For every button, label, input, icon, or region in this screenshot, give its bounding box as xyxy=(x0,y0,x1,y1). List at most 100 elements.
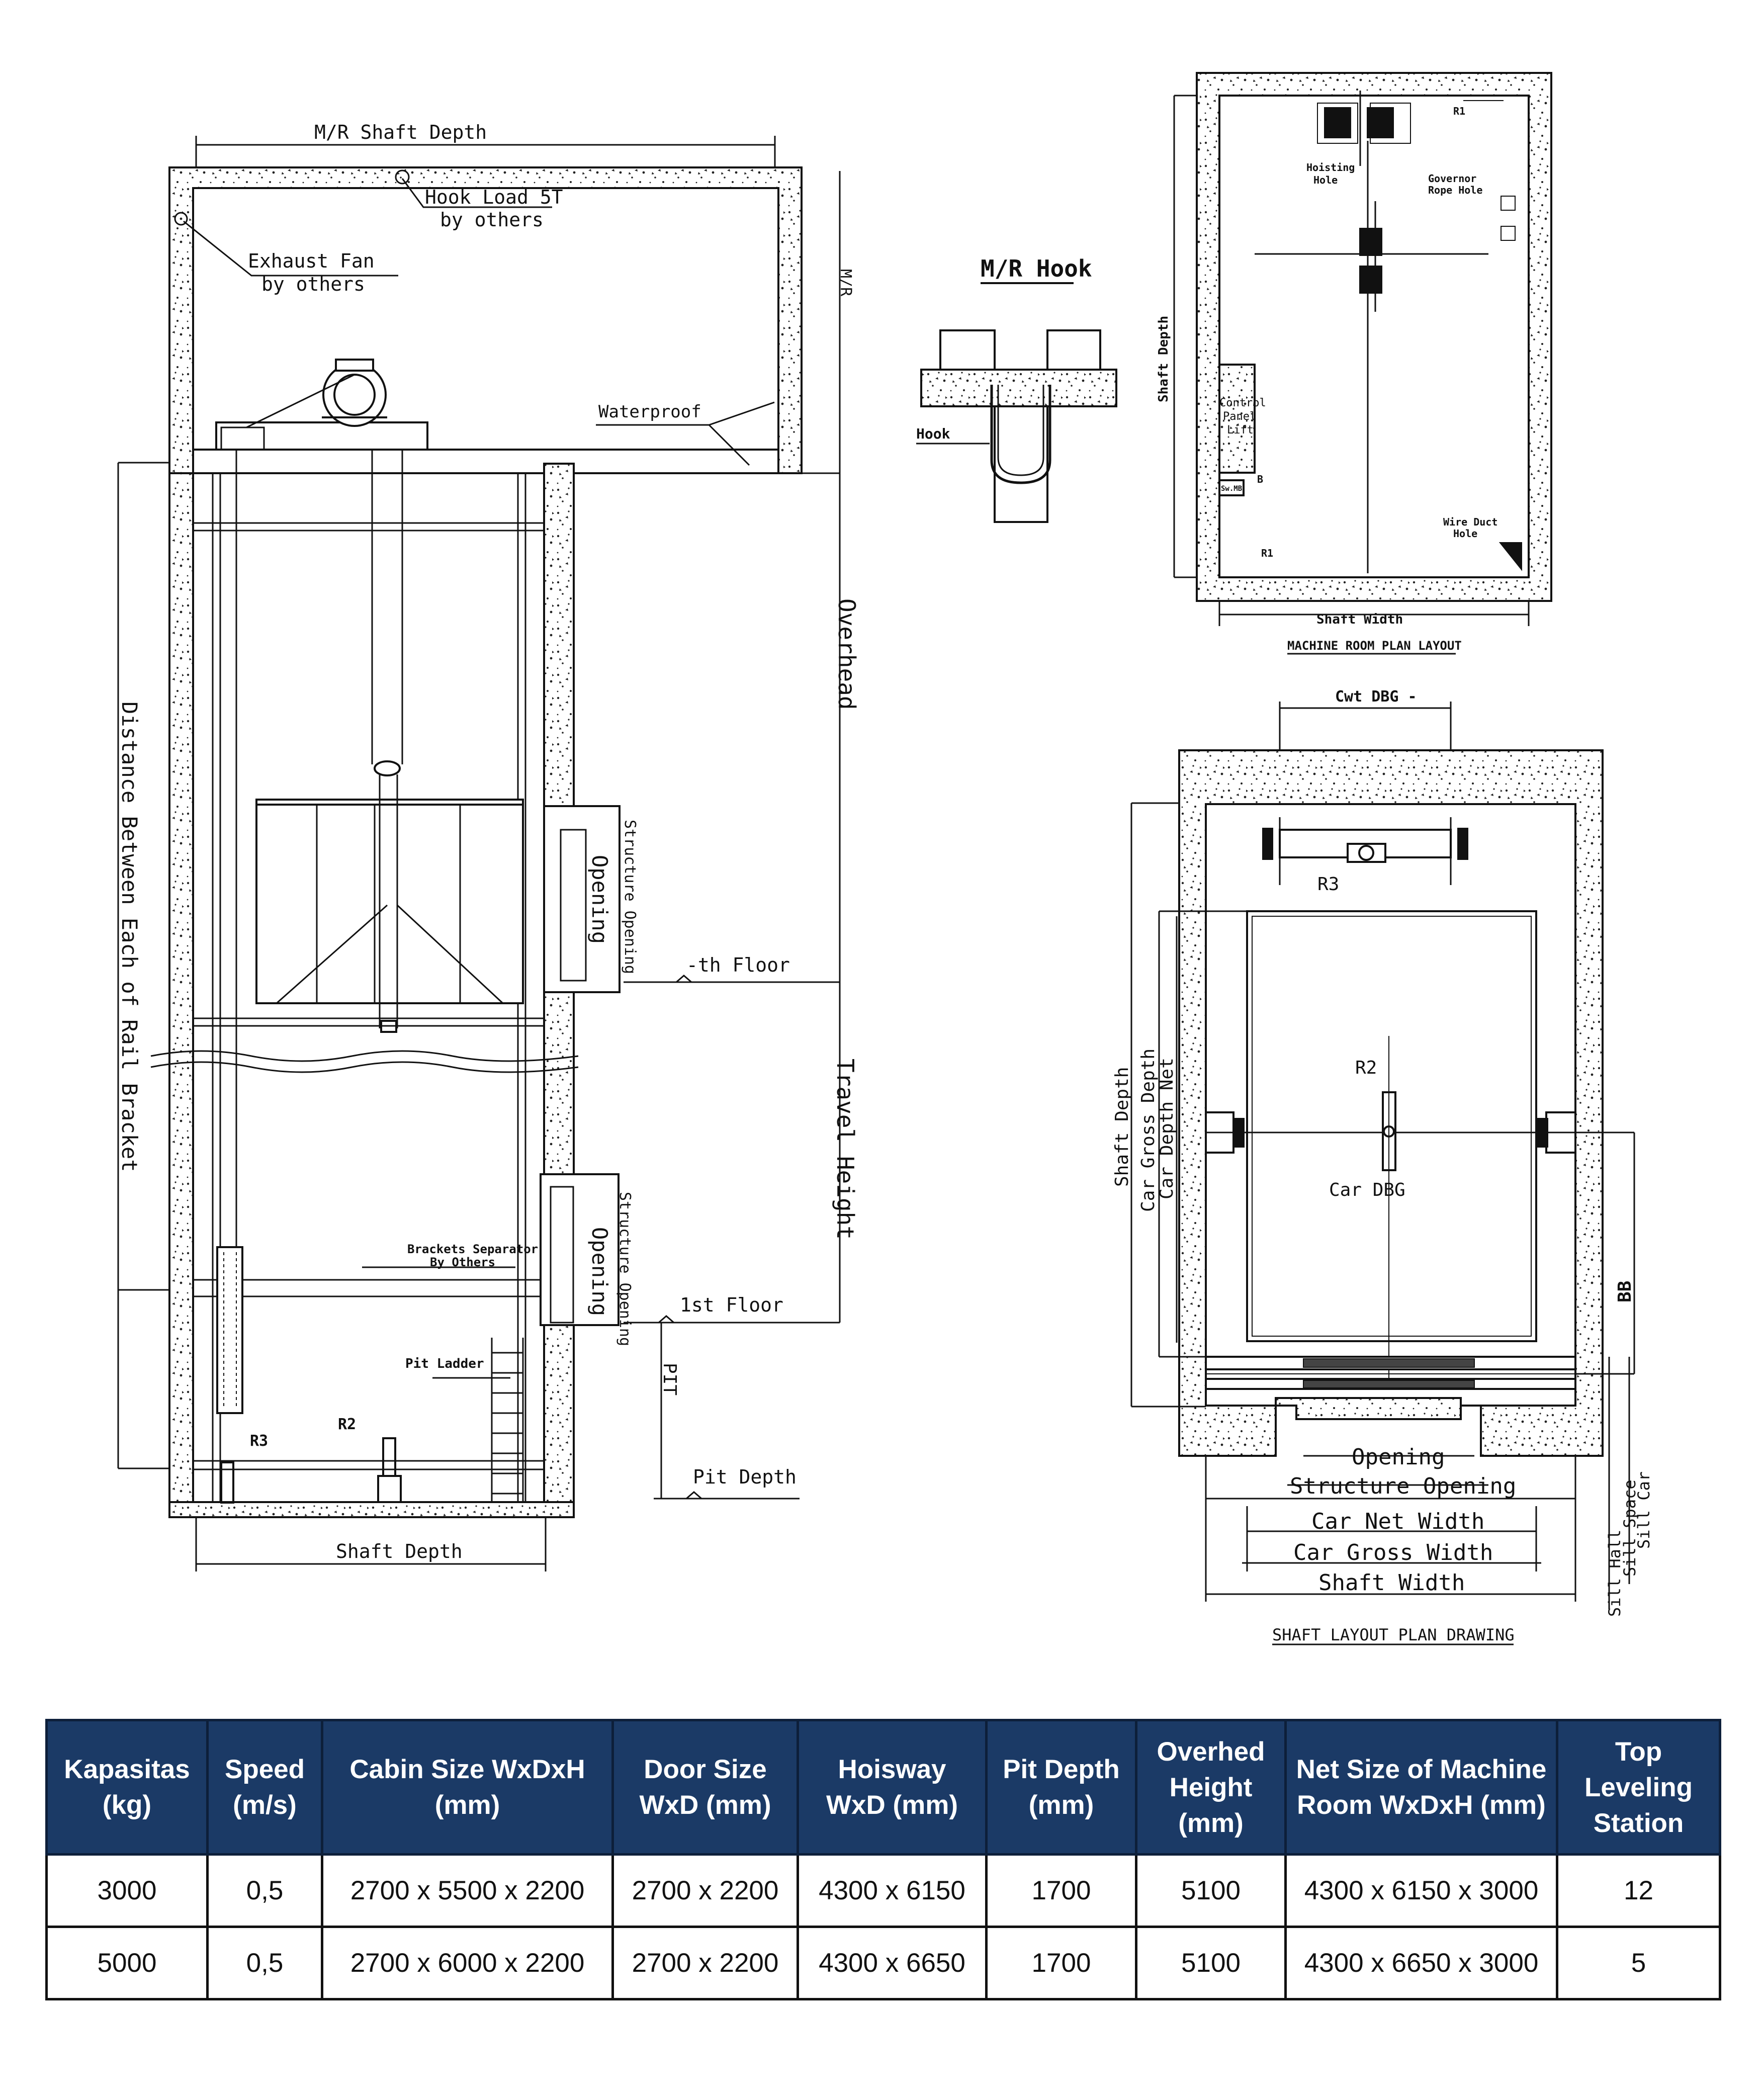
table-header-line: (mm) xyxy=(434,1790,500,1820)
r3-label: R3 xyxy=(250,1432,268,1450)
wire-duct-hole-sub-label: Hole xyxy=(1453,528,1477,540)
car-gross-depth-label: Car Gross Depth xyxy=(1138,1049,1159,1212)
table-cell: 5100 xyxy=(1135,1926,1287,2000)
table-header-line: Speed xyxy=(224,1755,305,1784)
table-cell: 0,5 xyxy=(206,1853,323,1928)
shaft-layout-plan-title: SHAFT LAYOUT PLAN DRAWING xyxy=(1272,1625,1515,1644)
mr-b-label: B xyxy=(1257,473,1263,485)
section-labels: M/R Shaft Depth Hook Load 5T by others E… xyxy=(117,121,860,1562)
opening-upper-label: Opening xyxy=(587,855,612,944)
switch-label: Sw.MB xyxy=(1221,485,1242,493)
hook-detail xyxy=(916,282,1117,523)
table-header-line: Station xyxy=(1593,1808,1684,1838)
mr-label: M/R xyxy=(837,269,854,297)
buffer-car xyxy=(377,1475,402,1503)
travel-height-label: Travel Height xyxy=(832,1059,859,1240)
pit-ladder-label: Pit Ladder xyxy=(405,1356,484,1371)
table-cell: 0,5 xyxy=(206,1926,323,2000)
table-header-line: (m/s) xyxy=(233,1790,297,1820)
table-header-line: Cabin Size WxDxH xyxy=(349,1755,585,1784)
table-header-line: Room WxDxH (mm) xyxy=(1297,1790,1546,1820)
table-cell: 2700 x 6000 x 2200 xyxy=(321,1926,614,2000)
distance-rail-bracket-label: Distance Between Each of Rail Bracket xyxy=(117,702,142,1172)
wire-duct-hole-label: Wire Duct xyxy=(1443,516,1497,528)
table-header-line: Leveling xyxy=(1584,1772,1693,1802)
car-gross-width-label: Car Gross Width xyxy=(1293,1540,1493,1565)
pit-floor xyxy=(168,1501,575,1518)
table-cell: 4300 x 6150 xyxy=(797,1853,988,1928)
table-header-line: Hoisway xyxy=(838,1755,946,1784)
sill-car-label: Sill Car xyxy=(1634,1471,1653,1549)
lift-car xyxy=(255,799,524,1004)
overhead-label: Overhead xyxy=(833,598,860,710)
control-panel-sub-label: Panel xyxy=(1223,410,1256,423)
table-cell: 4300 x 6150 x 3000 xyxy=(1284,1853,1558,1928)
table-cell: 2700 x 2200 xyxy=(611,1853,799,1928)
break-line xyxy=(150,1050,579,1062)
table-header-line: (kg) xyxy=(102,1790,152,1820)
section-view xyxy=(117,136,841,1571)
table-cell: 1700 xyxy=(985,1926,1137,2000)
table-header-line: WxD (mm) xyxy=(639,1790,771,1820)
mr-hook-title: M/R Hook xyxy=(981,255,1092,282)
table-cell: 3000 xyxy=(45,1853,209,1928)
mr-shaft-depth-label: Shaft Depth xyxy=(1156,316,1171,402)
table-cell: 5 xyxy=(1556,1926,1721,2000)
control-panel xyxy=(1218,364,1256,474)
brackets-separator-sub-label: By Others xyxy=(430,1255,495,1269)
governor-rope-hole-sub-label: Rope Hole xyxy=(1428,184,1482,196)
table-header-line: Kapasitas xyxy=(64,1755,190,1784)
machine-room-plan-title: MACHINE ROOM PLAN LAYOUT xyxy=(1287,639,1462,653)
control-panel-label: Control xyxy=(1219,397,1266,409)
bb-label: BB xyxy=(1615,1281,1635,1302)
plan-r3-label: R3 xyxy=(1317,874,1339,895)
table-cell: 4300 x 6650 x 3000 xyxy=(1284,1926,1558,2000)
sill-hall-label: Sill Hall xyxy=(1605,1530,1624,1617)
table-header-line: Overhed xyxy=(1157,1736,1265,1767)
counterweight xyxy=(216,1246,243,1414)
table-header-line: (mm) xyxy=(1028,1790,1094,1820)
shaft-plan xyxy=(1130,702,1635,1645)
car-net-width-label: Car Net Width xyxy=(1311,1509,1484,1534)
spec-table-container: Kapasitas (kg) Speed (m/s) Cabin Size WxDxH (… xyxy=(45,1719,1721,2000)
table-cell: 2700 x 2200 xyxy=(611,1926,799,2000)
table-cell: 5000 xyxy=(45,1926,209,2000)
machine-room-plan xyxy=(1173,72,1552,655)
opening-lower-label: Opening xyxy=(587,1227,612,1316)
table-header-row: Kapasitas (kg) Speed (m/s) Cabin Size WxDxH (… xyxy=(45,1719,1721,1856)
brackets-separator-label: Brackets Separator xyxy=(407,1242,538,1256)
exhaust-fan-sub-label: by others xyxy=(261,273,365,295)
sill-space-label: Sill Space xyxy=(1620,1479,1639,1577)
landing-door-lower xyxy=(540,1173,620,1326)
table-cell: 2700 x 5500 x 2200 xyxy=(321,1853,614,1928)
car-depth-net-label: Car Depth Net xyxy=(1157,1058,1177,1199)
pit-ladder xyxy=(491,1338,524,1502)
plan-structure-opening-label: Structure Opening xyxy=(1290,1473,1516,1499)
waterproof-label: Waterproof xyxy=(598,402,701,422)
table-header-line: Pit Depth xyxy=(1003,1755,1120,1784)
governor-rope-hole-label: Governor xyxy=(1428,172,1476,185)
mr-r1-top-label: R1 xyxy=(1453,105,1465,117)
mr-shaft-width-label: Shaft Width xyxy=(1316,612,1403,627)
table-header-line: (mm) xyxy=(1178,1808,1244,1838)
hook-load-sub-label: by others xyxy=(440,209,544,231)
table-cell: 12 xyxy=(1556,1853,1721,1928)
pit-label: PIT xyxy=(659,1363,680,1395)
cwt-dbg-label: Cwt DBG - xyxy=(1335,688,1417,706)
nth-floor-label: -th Floor xyxy=(686,954,790,976)
elevator-technical-drawing: M/R Shaft Depth Hook Load 5T by others E… xyxy=(117,72,1653,1645)
shaft-depth-label: Shaft Depth xyxy=(336,1540,463,1562)
plan-shaft-depth-label: Shaft Depth xyxy=(1112,1067,1132,1187)
table-header-cell: Cabin Size WxDxH (mm) xyxy=(321,1719,614,1856)
exhaust-fan-label: Exhaust Fan xyxy=(248,250,375,272)
table-header-line: WxD (mm) xyxy=(826,1790,958,1820)
hook-load-label: Hook Load 5T xyxy=(425,186,563,208)
table-header-line: Height xyxy=(1169,1772,1253,1802)
mr-r1-bottom-label: R1 xyxy=(1261,547,1273,559)
